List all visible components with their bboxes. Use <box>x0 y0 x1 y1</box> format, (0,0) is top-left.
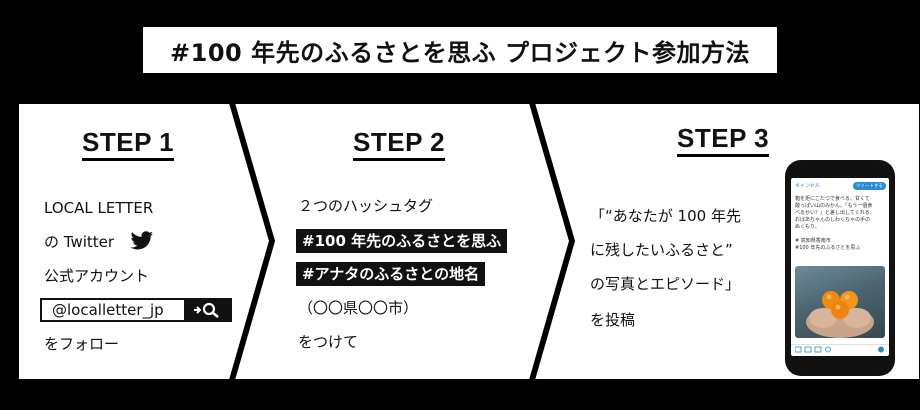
step3-heading: STEP 3 <box>677 124 770 157</box>
tweet-compose-screen: キャンセル ツイートする 箱を炬にこたつで食べる、甘くて 酸っぱい山のみかん。「… <box>791 178 889 356</box>
smartphone-mockup: キャンセル ツイートする 箱を炬にこたつで食べる、甘くて 酸っぱい山のみかん。「… <box>785 160 895 376</box>
step1-follow-text: をフォロー <box>44 335 120 353</box>
hashtag-hometown: #アナタのふるさとの地名 <box>296 262 486 286</box>
search-button[interactable] <box>184 300 230 320</box>
step1-line-3: 公式アカウント <box>44 267 150 285</box>
step3-line-3: の写真とエピソード」 <box>590 275 741 293</box>
twitter-handle-search[interactable]: @localletter_jp <box>40 298 232 322</box>
tweet-text-3: べるかい？」と差し出してくれる、 <box>795 210 875 216</box>
tweet-text-4: おばあちゃんのしわくちゃの手の <box>795 217 871 223</box>
page-title: #100 年先のふるさとを思ふ プロジェクト参加方法 <box>141 25 779 75</box>
mandarin-photo <box>795 266 885 338</box>
step2-intro: ２つのハッシュタグ <box>298 197 434 215</box>
tweet-hashtag-1: # 高知県香南市 <box>795 238 831 244</box>
step1-line-1: LOCAL LETTER <box>44 199 154 217</box>
compose-toolbar-icons[interactable] <box>795 346 885 354</box>
tweet-hashtag-2: #100 年先のふるさとを思ふ <box>795 245 861 251</box>
tweet-text-5: ぬくもり。 <box>795 224 820 230</box>
step3-line-1: 「“あなたが 100 年先 <box>590 207 741 225</box>
step3-line-2: に残したいふるさと” <box>590 241 733 259</box>
step1-heading: STEP 1 <box>82 128 175 161</box>
step3-line-4: を投稿 <box>590 311 636 329</box>
search-input[interactable]: @localletter_jp <box>52 301 164 319</box>
step2-heading: STEP 2 <box>353 128 446 161</box>
hashtag-100-years: #100 年先のふるさとを思ふ <box>296 229 508 253</box>
tweet-text-1: 箱を炬にこたつで食べる、甘くて <box>795 196 870 202</box>
tweet-button[interactable]: ツイートする <box>853 182 886 190</box>
tweet-text-2: 酸っぱい山のみかん。「もう一個食 <box>795 203 873 209</box>
cancel-link[interactable]: キャンセル <box>795 183 821 189</box>
search-icon <box>194 302 219 319</box>
twitter-bird-icon <box>130 231 153 250</box>
step1-line-2: の Twitter <box>44 233 115 251</box>
step2-after: をつけて <box>298 333 359 351</box>
step2-note: （〇〇県〇〇市） <box>298 299 419 317</box>
